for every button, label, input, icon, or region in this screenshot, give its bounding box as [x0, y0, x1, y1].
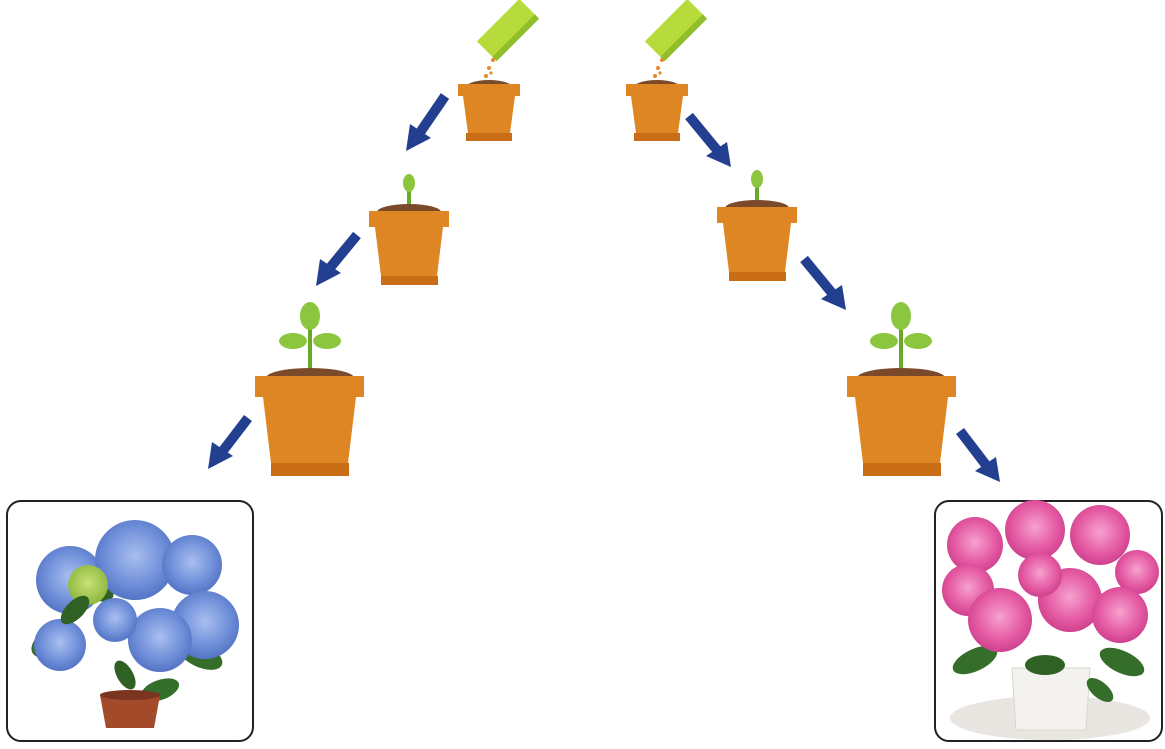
pot-with-seed	[458, 80, 520, 141]
blue-hydrangea-photo	[6, 500, 254, 742]
arrow-icon	[800, 255, 846, 310]
seed-packet-icon	[476, 0, 540, 62]
arrow-icon	[208, 414, 252, 469]
pot-with-seed	[626, 80, 688, 141]
pot-with-sprout	[369, 174, 449, 285]
seed-falling-dots	[653, 58, 664, 78]
pot-with-seedling	[255, 302, 364, 476]
arrow-icon	[406, 93, 450, 151]
pot-with-sprout	[717, 170, 797, 281]
arrow-icon	[956, 427, 1000, 482]
arrow-icon	[316, 231, 361, 286]
seed-packet-icon	[644, 0, 708, 62]
pink-hydrangea-photo	[934, 500, 1163, 742]
seed-falling-dots	[484, 58, 495, 78]
pot-with-seedling	[847, 302, 956, 476]
arrow-icon	[685, 112, 731, 167]
